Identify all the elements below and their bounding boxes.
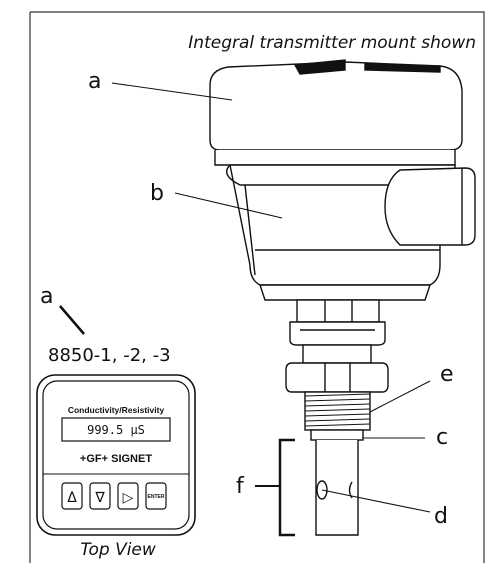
sensor-collar <box>310 429 364 441</box>
model-number: 8850-1, -2, -3 <box>48 345 171 366</box>
key-up-frame <box>61 482 83 510</box>
frame-border <box>29 11 485 563</box>
key-right[interactable]: ▷ <box>117 482 139 510</box>
cover <box>209 61 463 151</box>
key-enter-label: ENTER <box>148 494 165 500</box>
panel-brand: +GF+ SIGNET <box>80 453 152 465</box>
cover-top-edge-right <box>364 63 441 73</box>
threads <box>304 393 371 427</box>
key-down[interactable]: ∇ <box>89 482 111 510</box>
cover-top-edge <box>293 59 346 75</box>
key-enter[interactable]: ENTER <box>145 482 167 510</box>
leader-a-cover <box>111 82 233 101</box>
lcd-value: 999.5 µS <box>87 423 145 437</box>
leader-lines <box>111 82 431 513</box>
housing-base <box>259 284 431 301</box>
hex-nut-lower-facets <box>324 363 351 392</box>
callout-a-panel: a <box>40 284 53 309</box>
panel-title: Conductivity/Resistivity <box>68 405 165 415</box>
hex-nut-lower <box>285 362 389 393</box>
callout-a-cover: a <box>88 69 101 94</box>
caption-top-view: Top View <box>80 540 156 560</box>
caption-integral-mount: Integral transmitter mount shown <box>188 33 476 53</box>
front-panel: Conductivity/Resistivity 999.5 µS +GF+ S… <box>36 374 196 536</box>
sensor-length-bracket <box>278 438 295 537</box>
lcd-display <box>61 417 171 442</box>
cover-band <box>214 150 456 166</box>
transmitter-body <box>209 59 476 536</box>
leader-b-housing <box>174 192 283 219</box>
key-right-label: ▷ <box>123 490 134 506</box>
hex-nut-top <box>296 299 380 323</box>
callout-c: c <box>436 425 448 450</box>
callout-d: d <box>434 504 448 529</box>
sensor-shaft <box>315 440 359 536</box>
sensor-hole-far <box>348 481 353 499</box>
key-right-frame <box>117 482 139 510</box>
panel-inner <box>42 380 190 530</box>
leader-a-panel <box>59 305 85 335</box>
conduit-port <box>384 167 476 246</box>
callout-e: e <box>440 362 454 387</box>
callout-f: f <box>236 474 245 499</box>
key-up[interactable]: Δ <box>61 482 83 510</box>
callout-b-housing: b <box>150 181 164 206</box>
stem <box>302 344 372 364</box>
key-down-label: ∇ <box>94 490 105 506</box>
key-up-label: Δ <box>67 490 77 506</box>
key-down-frame <box>89 482 111 510</box>
hex-nut-top-facets <box>324 300 353 322</box>
housing-upper-line <box>226 164 440 186</box>
leader-d <box>321 489 431 513</box>
coupling <box>289 321 386 346</box>
leader-e <box>369 380 431 413</box>
housing-left-edge <box>244 184 256 276</box>
key-enter-frame <box>145 482 167 510</box>
